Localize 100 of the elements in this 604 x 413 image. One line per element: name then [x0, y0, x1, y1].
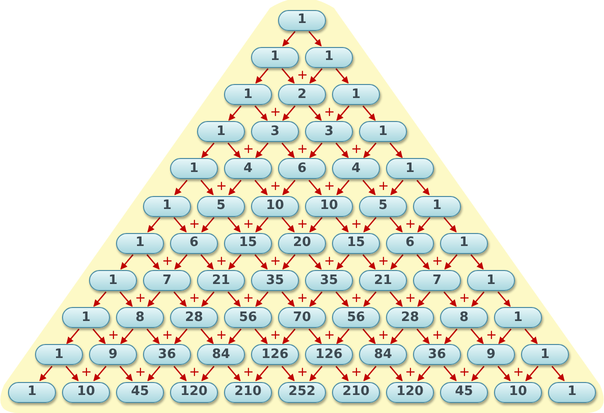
arrow: [39, 366, 52, 382]
arrow: [228, 328, 242, 344]
arrow: [390, 217, 403, 232]
arrow: [336, 217, 349, 232]
arrow: [362, 328, 376, 344]
arrow: [390, 366, 403, 382]
plus-sign: +: [216, 254, 226, 268]
plus-sign: +: [270, 180, 280, 194]
arrow: [390, 180, 404, 196]
arrow: [417, 217, 430, 232]
plus-sign: +: [297, 218, 307, 231]
arrow: [362, 180, 376, 196]
arrow: [308, 180, 322, 196]
plus-sign: +: [405, 366, 415, 380]
plus-sign: +: [270, 254, 280, 268]
arrow: [498, 328, 512, 344]
plus-sign: +: [189, 366, 199, 380]
plus-sign: +: [243, 218, 253, 231]
number-pill: 9: [467, 344, 515, 366]
arrow: [282, 328, 296, 344]
number-pill: 4: [224, 158, 272, 180]
number-pill: 56: [332, 307, 380, 328]
arrow: [336, 366, 349, 382]
number-pill: 70: [278, 307, 326, 328]
number-pill: 126: [305, 344, 353, 366]
arrow: [363, 142, 376, 158]
arrow: [66, 366, 79, 382]
arrow: [255, 291, 268, 307]
plus-sign: +: [324, 329, 334, 342]
arrow: [336, 180, 350, 196]
plus-sign: +: [297, 366, 307, 380]
number-pill: 4: [332, 158, 380, 180]
arrow: [444, 328, 458, 344]
arrow: [336, 328, 350, 344]
arrow: [498, 291, 511, 307]
plus-sign: +: [108, 329, 118, 342]
number-pill: 8: [440, 307, 488, 328]
arrow: [308, 105, 322, 121]
arrow: [228, 291, 241, 307]
arrow: [282, 180, 296, 196]
number-pill: 8: [116, 307, 164, 328]
arrow: [416, 254, 430, 270]
arrow: [228, 105, 242, 121]
plus-sign: +: [513, 366, 523, 380]
plus-sign: +: [324, 106, 334, 119]
number-pill: 56: [224, 307, 272, 328]
arrow: [201, 217, 214, 232]
arrow: [120, 366, 133, 382]
arrow: [282, 68, 295, 84]
plus-sign: +: [216, 180, 226, 194]
plus-sign: +: [351, 366, 361, 380]
arrow: [228, 180, 242, 196]
arrow: [174, 366, 187, 382]
number-pill: 1: [197, 121, 245, 142]
arrow: [416, 180, 430, 196]
plus-sign: +: [405, 292, 415, 305]
arrow: [282, 105, 296, 121]
arrow: [254, 328, 268, 344]
arrow: [146, 328, 160, 344]
arrow: [228, 142, 241, 158]
arrow: [363, 291, 376, 307]
plus-sign: +: [81, 366, 91, 380]
arrow: [525, 366, 538, 382]
plus-sign: +: [378, 329, 388, 342]
plus-sign: +: [243, 292, 253, 305]
arrow: [417, 291, 430, 307]
arrow: [362, 105, 376, 121]
arrow: [147, 291, 160, 307]
arrow: [200, 328, 214, 344]
number-pill: 1: [35, 344, 83, 366]
arrow: [308, 254, 322, 270]
arrow: [309, 366, 322, 382]
arrow: [254, 105, 268, 121]
arrow: [390, 291, 403, 307]
plus-sign: +: [297, 143, 307, 156]
arrow: [93, 366, 106, 382]
plus-sign: +: [189, 292, 199, 305]
plus-sign: +: [162, 329, 172, 342]
arrow: [308, 31, 322, 46]
plus-sign: +: [135, 366, 145, 380]
number-pill: 3: [305, 121, 353, 142]
plus-sign: +: [459, 292, 469, 305]
arrow: [552, 366, 565, 382]
plus-sign: +: [459, 366, 469, 380]
arrow: [444, 254, 458, 270]
arrow: [255, 68, 268, 84]
arrow: [336, 68, 349, 84]
arrow: [228, 366, 241, 382]
arrow: [444, 366, 457, 382]
plus-sign: +: [378, 180, 388, 194]
arrow: [417, 366, 430, 382]
number-pill: 1: [170, 158, 218, 180]
plus-sign: +: [432, 254, 442, 268]
arrow: [147, 366, 160, 382]
arrow: [336, 291, 349, 307]
arrow: [92, 328, 106, 344]
arrow: [254, 180, 268, 196]
arrow: [282, 217, 295, 232]
arrow: [282, 291, 295, 307]
number-pill: 84: [359, 344, 407, 366]
